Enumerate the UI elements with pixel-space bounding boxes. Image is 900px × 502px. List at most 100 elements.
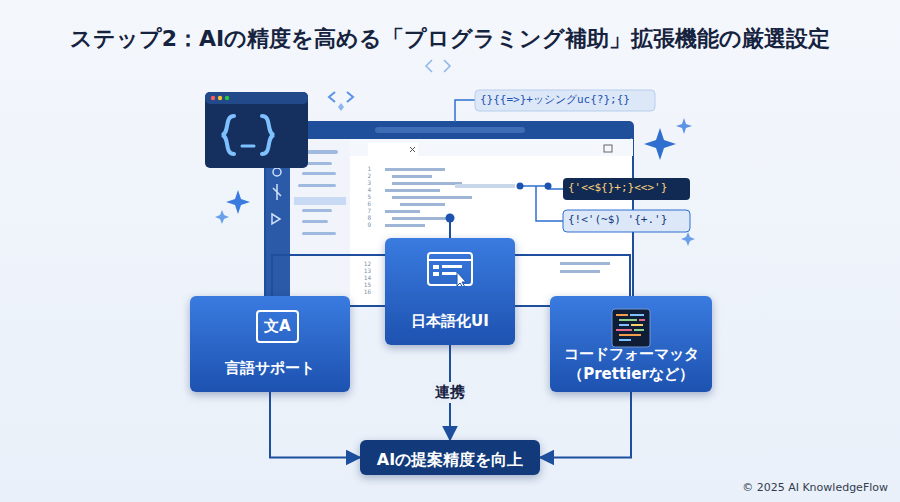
path-shape (644, 128, 676, 160)
path-shape (242, 145, 254, 148)
rect-shape (368, 143, 418, 156)
rect-shape (400, 203, 445, 206)
path-shape (329, 92, 353, 102)
path-shape (457, 272, 466, 286)
line-number: 6 (357, 201, 371, 208)
line-number: 2 (357, 173, 371, 180)
rect-shape (639, 319, 645, 321)
rect-shape (433, 265, 439, 269)
node-text: 言語サポート (225, 359, 315, 379)
rect-shape (205, 92, 308, 168)
line-number: 15 (357, 282, 371, 289)
line-number: 5 (357, 194, 371, 201)
rect-shape (634, 329, 644, 331)
copyright-note: © 2025 AI KnowledgeFlow (742, 482, 888, 494)
rect-shape (560, 262, 610, 265)
connector (540, 392, 631, 458)
rect-shape (612, 309, 650, 347)
line-number: 8 (357, 215, 371, 222)
path-shape (410, 147, 415, 152)
path-shape (272, 255, 385, 296)
formatter-box: コードフォーマッタ（Prettierなど） (550, 296, 712, 392)
rect-shape (385, 168, 445, 171)
path-shape (676, 118, 692, 134)
path-shape (536, 186, 563, 221)
path-shape (273, 184, 281, 200)
path-shape (515, 255, 630, 296)
code-snippet: {!<'(~$) '{+.'} (568, 214, 667, 226)
diagram-title: ステップ2：AIの精度を高める「プログラミング補助」拡張機能の厳選設定 (0, 24, 900, 54)
code-snippet: {}{{=>}+ッシングuc{?};{} (480, 94, 630, 106)
rect-shape (205, 92, 308, 104)
rect-shape (619, 334, 641, 336)
line-number: 7 (357, 208, 371, 215)
rect-shape (616, 329, 632, 331)
rect-shape (563, 178, 690, 200)
node-text: AIの提案精度を向上 (377, 450, 523, 471)
line-shape (428, 259, 472, 261)
rect-shape (385, 210, 420, 213)
rect-shape (392, 196, 472, 199)
rect-shape (442, 265, 462, 268)
path-shape (455, 100, 475, 122)
path-shape (215, 210, 229, 224)
rect-shape (631, 324, 643, 326)
rect-shape (616, 314, 628, 316)
rect-shape (619, 319, 637, 321)
circle-shape (211, 96, 215, 100)
rect-shape (619, 324, 629, 326)
line-number: 13 (357, 268, 371, 275)
g-shape (455, 100, 563, 221)
rect-shape (302, 220, 328, 223)
rect-shape (298, 184, 336, 187)
line-number: 12 (357, 261, 371, 268)
path-shape (426, 60, 450, 72)
language-icon: 文A (256, 310, 299, 343)
rect-shape (294, 197, 346, 205)
circle-shape (446, 214, 455, 223)
rect-shape (392, 182, 462, 185)
rect-shape (302, 172, 336, 175)
path-shape (272, 214, 280, 224)
path-shape (222, 116, 234, 154)
formatter-icon (611, 308, 651, 348)
rect-shape (442, 272, 458, 275)
rect-shape (302, 232, 336, 235)
rect-shape (302, 209, 332, 212)
line-number: 9 (357, 222, 371, 229)
rect-shape (385, 189, 440, 192)
rect-shape (433, 272, 439, 276)
line-number: 16 (357, 289, 371, 296)
path-shape (262, 116, 274, 154)
circle-shape (273, 168, 281, 176)
edge-label: 連携 (432, 382, 468, 403)
rect-shape (630, 314, 644, 316)
rect-shape (560, 270, 600, 273)
result-box: AIの提案精度を向上 (360, 440, 540, 475)
circle-shape (545, 183, 552, 190)
line-number: 3 (357, 180, 371, 187)
rect-shape (604, 145, 612, 152)
rect-shape (563, 210, 690, 232)
path-shape (681, 232, 695, 246)
node-text: 日本語化UI (411, 312, 489, 332)
rect-shape (350, 139, 633, 156)
window-icon (427, 252, 473, 286)
node-text: コードフォーマッタ（Prettierなど） (558, 345, 704, 384)
line-number: 14 (357, 275, 371, 282)
code-snippet: {'<<${}+;}<<>'} (568, 182, 667, 194)
connector (270, 392, 360, 458)
rect-shape (475, 90, 655, 111)
rect-shape (455, 184, 515, 188)
path-shape (226, 190, 250, 214)
circle-shape (218, 96, 222, 100)
rect-shape (375, 127, 525, 133)
circle-shape (517, 183, 524, 190)
path-shape (338, 103, 344, 111)
rect-shape (385, 224, 425, 227)
rect-shape (619, 339, 631, 341)
line-number: 1 (357, 166, 371, 173)
rect-shape (265, 122, 633, 139)
circle-shape (225, 96, 229, 100)
